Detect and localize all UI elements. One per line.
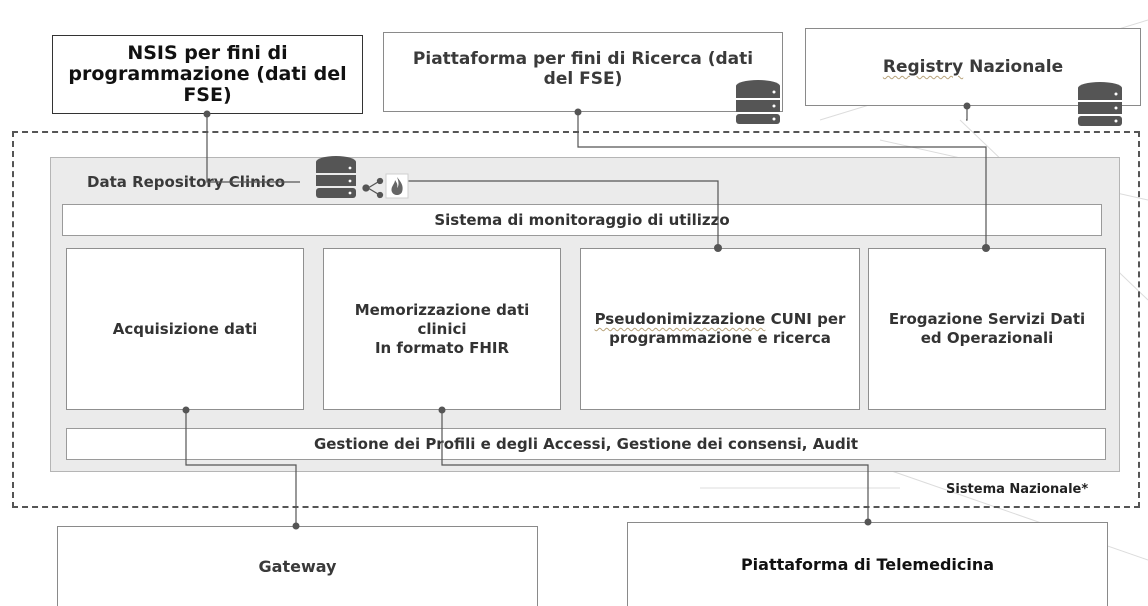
gateway-box[interactable]: Gateway	[57, 526, 538, 606]
connector-dot	[203, 110, 211, 118]
nsis-label: NSIS per fini di programmazione (dati de…	[68, 42, 347, 106]
nsis-box[interactable]: NSIS per fini di programmazione (dati de…	[52, 35, 363, 114]
registry-label: Registry Nazionale	[882, 57, 1064, 77]
connector-ricerca	[577, 112, 987, 248]
module-memorizzazione[interactable]: Memorizzazione dati clinici In formato F…	[323, 248, 561, 410]
connector-dot	[714, 244, 722, 252]
data-repository-title: Data Repository Clinico	[87, 173, 286, 191]
connector-database-monitor	[388, 180, 719, 248]
sistema-nazionale-boundary	[12, 131, 1140, 508]
connector-registry	[966, 106, 968, 121]
module-pseudonimizzazione[interactable]: Pseudonimizzazione CUNI per programmazio…	[580, 248, 860, 410]
connector-dot	[438, 406, 446, 414]
connector-dot	[963, 102, 971, 110]
database-icon	[1078, 82, 1122, 126]
module-erogazione[interactable]: Erogazione Servizi Dati ed Operazionali	[868, 248, 1106, 410]
connector-dot	[574, 108, 582, 116]
connector-dot	[864, 518, 872, 526]
connector-telemedicina	[441, 410, 869, 522]
access-management-bar[interactable]: Gestione dei Profili e degli Accessi, Ge…	[66, 428, 1106, 460]
telemedicina-label: Piattaforma di Telemedicina	[740, 555, 995, 574]
gateway-label: Gateway	[258, 556, 337, 576]
database-icon	[316, 156, 356, 198]
connector-dot	[982, 244, 990, 252]
monitoring-bar[interactable]: Sistema di monitoraggio di utilizzo	[62, 204, 1102, 236]
connector-nsis	[206, 114, 300, 183]
share-icon	[362, 177, 384, 199]
database-icon	[736, 80, 780, 124]
connector-dot	[292, 522, 300, 530]
module-acquisizione[interactable]: Acquisizione dati	[66, 248, 304, 410]
ricerca-box[interactable]: Piattaforma per fini di Ricerca (dati de…	[383, 32, 783, 112]
ricerca-label: Piattaforma per fini di Ricerca (dati de…	[412, 49, 754, 89]
fhir-flame-icon	[385, 173, 409, 199]
sistema-nazionale-label: Sistema Nazionale*	[946, 482, 1089, 497]
connector-gateway	[185, 410, 297, 526]
telemedicina-box[interactable]: Piattaforma di Telemedicina	[627, 522, 1108, 606]
connector-dot	[182, 406, 190, 414]
